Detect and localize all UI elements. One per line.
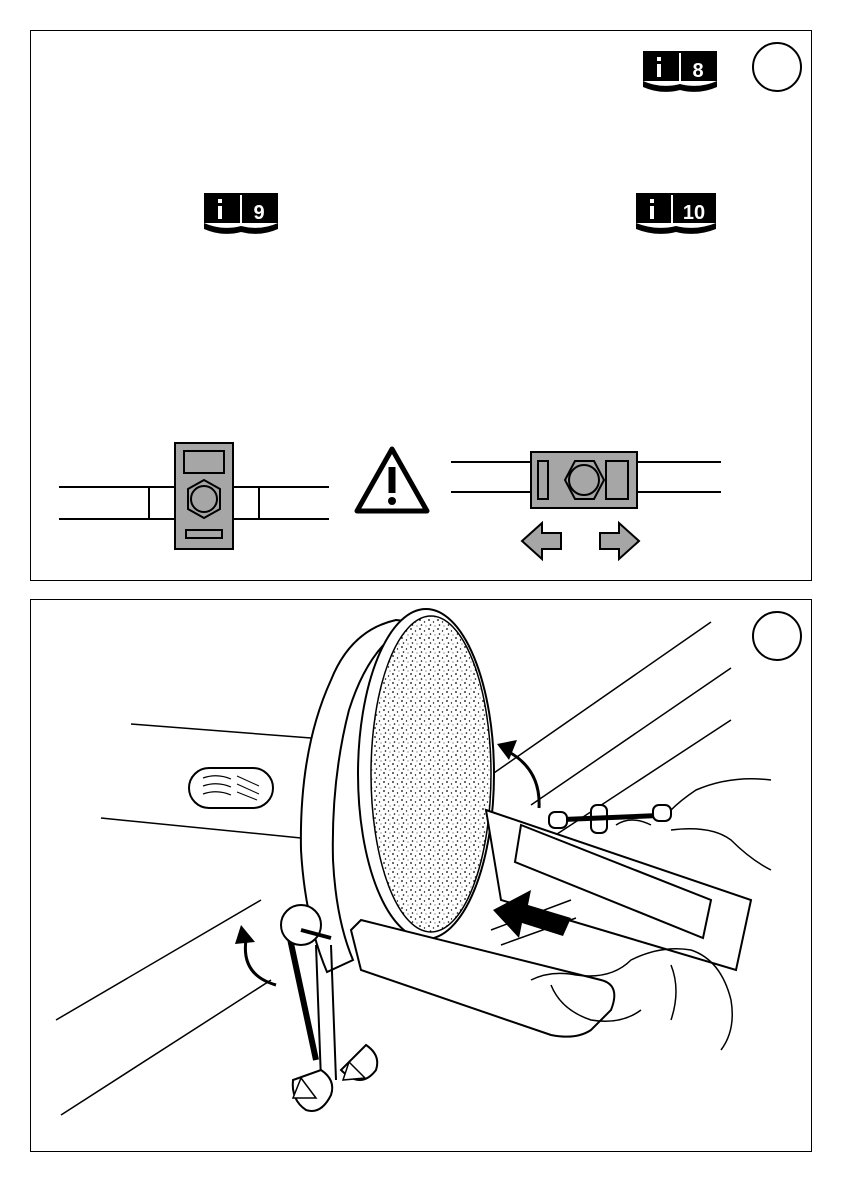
arrow-right-icon (600, 523, 639, 559)
rotate-arrow-icon (497, 740, 539, 808)
grinding-wheel-icon (358, 609, 494, 939)
manual-ref-10: 10 (636, 193, 716, 234)
guide-knob (549, 805, 671, 833)
figure-bottom-drawing (31, 600, 813, 1153)
manual-ref-page-8: 8 (692, 60, 703, 82)
tool-rest-arm (351, 920, 614, 1037)
step-badge-top (753, 43, 801, 91)
manual-ref-page-10: 10 (683, 202, 705, 224)
step-badge-bottom (753, 612, 801, 660)
manual-ref-8: 8 (643, 51, 717, 92)
rating-label-plate (189, 768, 273, 808)
manual-ref-9: 9 (204, 193, 278, 234)
circle-badge-icon (753, 612, 801, 660)
clamp-diagram-vertical (59, 443, 329, 549)
circle-badge-icon (753, 43, 801, 91)
arrow-left-icon (522, 523, 561, 559)
warning-triangle-icon (357, 449, 427, 511)
manual-book-icon (204, 193, 278, 234)
figure-top-drawing: 8 9 10 (31, 31, 813, 582)
manual-book-icon (643, 51, 717, 92)
manual-ref-page-9: 9 (253, 202, 264, 224)
rotate-arrow-icon (235, 925, 276, 985)
figure-bottom-panel (30, 599, 812, 1152)
figure-top-panel: 8 9 10 (30, 30, 812, 581)
hand-icon (616, 779, 771, 870)
clamp-diagram-horizontal (451, 452, 721, 559)
